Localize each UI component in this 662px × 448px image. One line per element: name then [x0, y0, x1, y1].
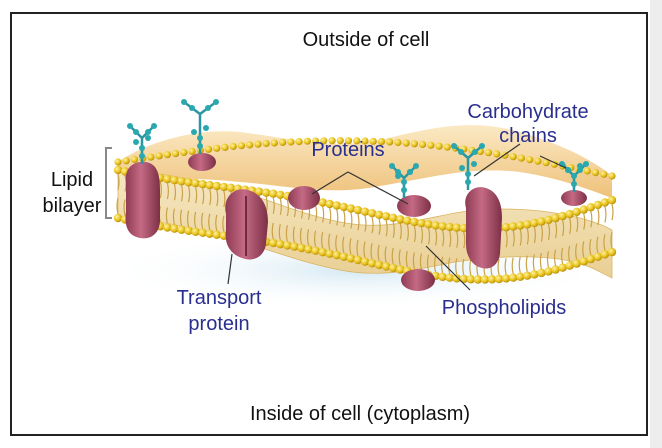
protein-right-tall: [465, 187, 502, 269]
protein-middle: [288, 186, 320, 210]
carbohydrate-chains: [127, 99, 589, 198]
label-transport: Transport: [177, 287, 262, 309]
transport-protein: [225, 189, 268, 260]
protein-right-center: [397, 195, 431, 217]
lipid-bilayer-bracket: [105, 147, 112, 219]
label-bilayer: bilayer: [43, 195, 102, 217]
label-chains: chains: [499, 125, 557, 147]
label-lipid: Lipid: [51, 169, 93, 191]
protein-top-small: [188, 153, 216, 171]
edge-strip: [650, 0, 662, 448]
label-proteins: Proteins: [311, 139, 384, 161]
protein-left: [125, 161, 160, 239]
label-phospholipids: Phospholipids: [442, 297, 567, 319]
leader-lines: [227, 143, 567, 291]
protein-bottom: [401, 269, 435, 291]
label-carbohydrate: Carbohydrate: [467, 101, 588, 123]
protein-far-right: [561, 190, 587, 206]
label-protein: protein: [188, 313, 249, 335]
label-inside-of-cell: Inside of cell (cytoplasm): [250, 403, 470, 425]
label-outside-of-cell: Outside of cell: [303, 29, 430, 51]
